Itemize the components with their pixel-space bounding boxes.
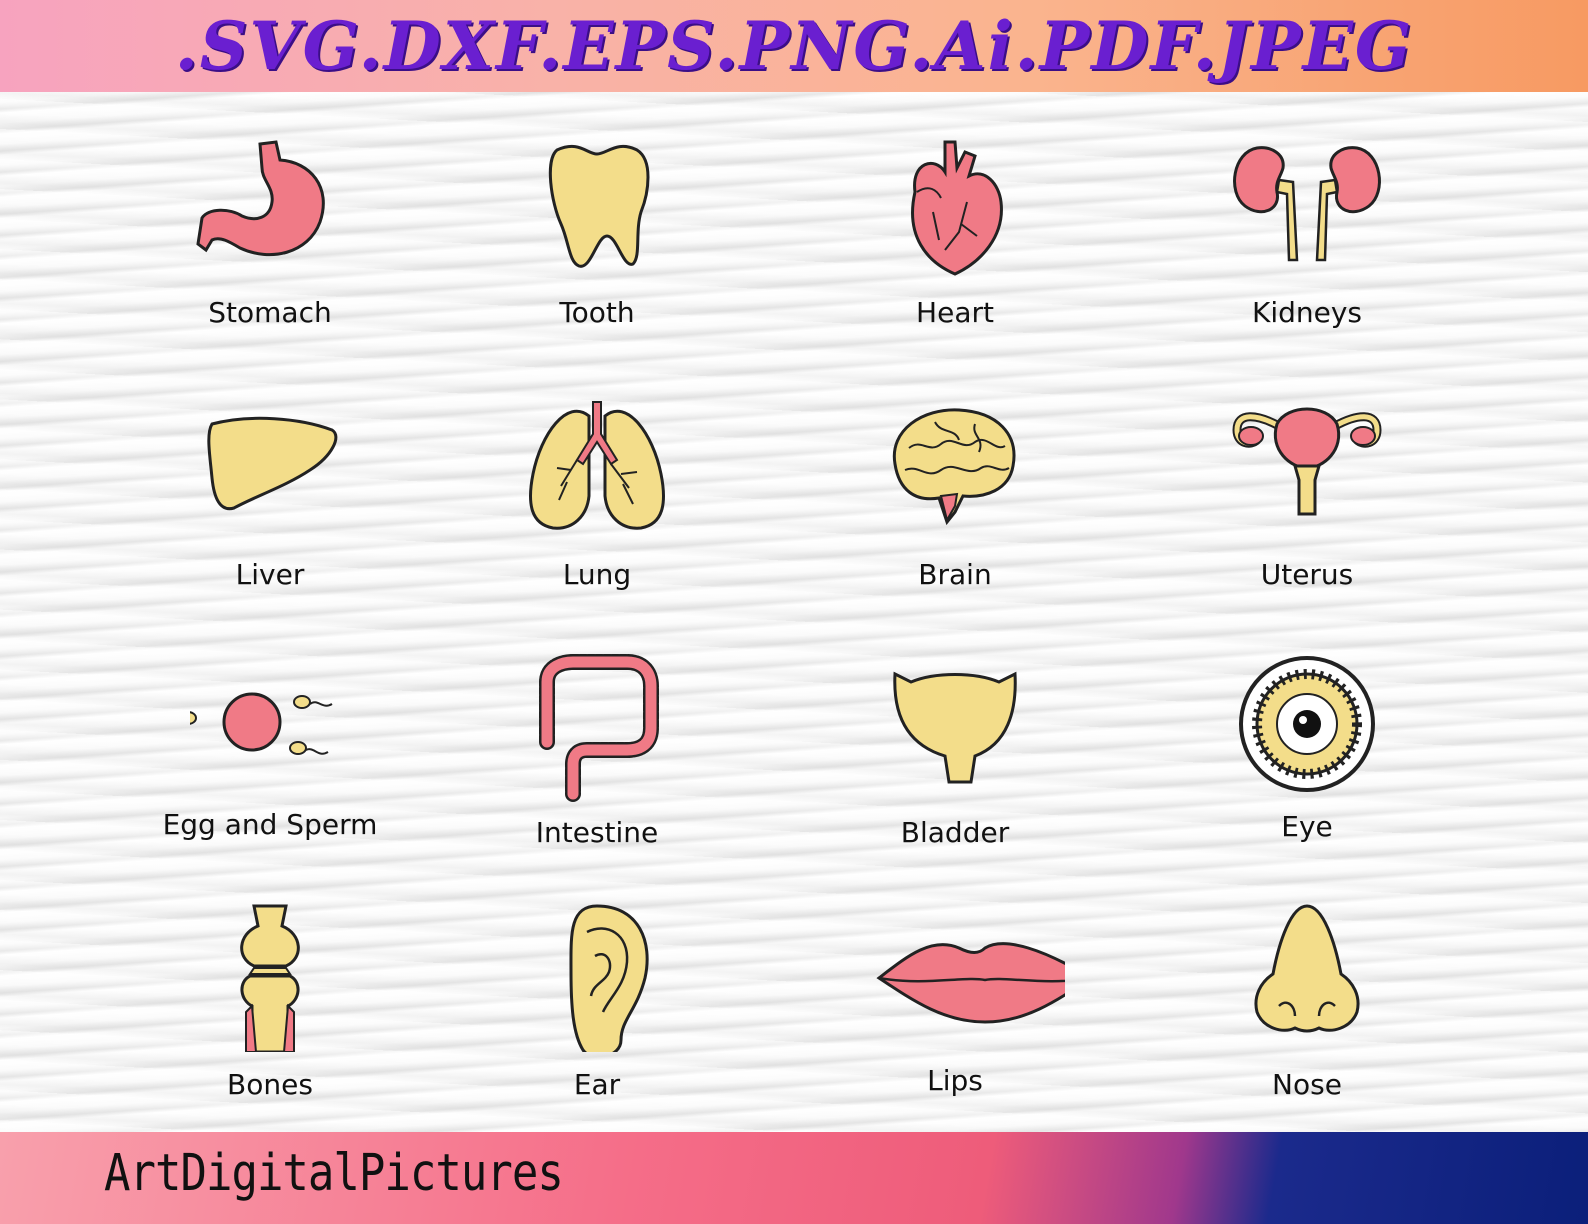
bottom-banner bbox=[0, 1132, 1588, 1224]
item-label: Eye bbox=[1281, 810, 1333, 843]
intestine-icon bbox=[539, 654, 659, 802]
icon-sheet: Stomach Tooth Heart bbox=[0, 92, 1588, 1132]
brain-icon bbox=[892, 408, 1016, 526]
organ-grid: Stomach Tooth Heart bbox=[0, 92, 1588, 1132]
item-eye: Eye bbox=[1142, 632, 1472, 892]
ear-icon bbox=[569, 904, 649, 1052]
heart-icon bbox=[911, 140, 1003, 276]
item-label: Heart bbox=[916, 296, 994, 329]
kidneys-icon bbox=[1233, 146, 1381, 262]
item-intestine: Intestine bbox=[432, 632, 762, 892]
uterus-icon bbox=[1232, 407, 1382, 516]
bones-icon bbox=[240, 904, 300, 1052]
brand-signature: ArtDigitalPictures bbox=[104, 1144, 564, 1203]
nose-icon bbox=[1254, 904, 1360, 1033]
item-bladder: Bladder bbox=[790, 632, 1120, 892]
item-label: Kidneys bbox=[1251, 296, 1363, 329]
item-liver: Liver bbox=[105, 374, 435, 634]
item-label: Nose bbox=[1272, 1068, 1342, 1101]
eye-icon bbox=[1239, 656, 1375, 792]
item-label: Brain bbox=[918, 558, 992, 591]
stomach-icon bbox=[196, 140, 325, 257]
item-label: Tooth bbox=[559, 296, 635, 329]
lung-icon bbox=[529, 401, 665, 530]
item-brain: Brain bbox=[790, 374, 1120, 634]
item-heart: Heart bbox=[790, 112, 1120, 372]
top-banner bbox=[0, 0, 1588, 92]
bladder-icon bbox=[893, 671, 1017, 784]
item-tooth: Tooth bbox=[432, 112, 762, 372]
liver-icon bbox=[207, 416, 338, 511]
item-egg-and-sperm: Egg and Sperm bbox=[105, 632, 435, 892]
item-label: Liver bbox=[235, 558, 305, 591]
item-kidneys: Kidneys bbox=[1142, 112, 1472, 372]
file-formats-title: .SVG.DXF.EPS.PNG.Ai.PDF.JPEG bbox=[174, 7, 1414, 85]
item-label: Stomach bbox=[208, 296, 332, 329]
item-label: Bones bbox=[227, 1068, 313, 1101]
tooth-icon bbox=[548, 144, 650, 268]
item-stomach: Stomach bbox=[105, 112, 435, 372]
egg-and-sperm-icon bbox=[190, 692, 333, 755]
item-label: Intestine bbox=[535, 816, 659, 849]
item-label: Egg and Sperm bbox=[162, 808, 378, 841]
lips-icon bbox=[876, 942, 1065, 1024]
item-label: Uterus bbox=[1260, 558, 1354, 591]
item-label: Lung bbox=[562, 558, 632, 591]
item-uterus: Uterus bbox=[1142, 374, 1472, 634]
item-bones: Bones bbox=[105, 882, 435, 1132]
item-label: Lips bbox=[927, 1064, 983, 1097]
item-label: Bladder bbox=[900, 816, 1010, 849]
item-lung: Lung bbox=[432, 374, 762, 634]
item-ear: Ear bbox=[432, 882, 762, 1132]
item-label: Ear bbox=[573, 1068, 621, 1101]
item-lips: Lips bbox=[790, 882, 1120, 1132]
item-nose: Nose bbox=[1142, 882, 1472, 1132]
